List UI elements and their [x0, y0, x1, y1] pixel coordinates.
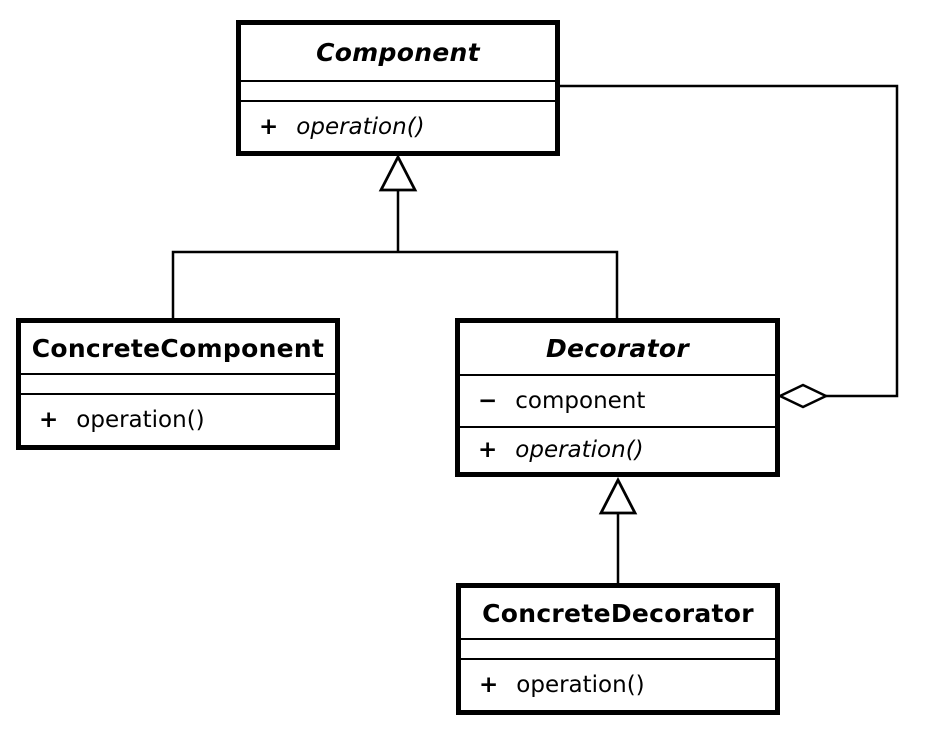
visibility-plus: + [478, 437, 498, 463]
class-box-decorator: Decorator − component + operation() [455, 318, 780, 477]
compartment-divider [21, 373, 335, 375]
operation-row: + operation() [461, 660, 775, 710]
class-box-component: Component + operation() [236, 20, 560, 156]
compartment-divider [461, 638, 775, 640]
compartment-divider [241, 100, 555, 102]
operation-row: + operation() [21, 395, 335, 445]
aggregation-line [560, 84, 899, 398]
attribute-name: component [515, 388, 646, 414]
operation-row: + operation() [241, 102, 555, 151]
generalization-triangle-decorator [598, 476, 638, 515]
class-name-component: Component [316, 38, 480, 67]
visibility-minus: − [478, 388, 498, 414]
operation-signature: operation() [296, 113, 425, 140]
compartment-divider [460, 374, 775, 376]
generalization-line-to-component [171, 190, 619, 318]
compartment-divider [241, 80, 555, 82]
operation-row: + operation() [460, 428, 775, 472]
visibility-plus: + [479, 672, 499, 698]
attributes-compartment-empty [461, 640, 775, 658]
attributes-compartment-empty [21, 375, 335, 393]
class-box-concrete-decorator: ConcreteDecorator + operation() [456, 583, 780, 715]
visibility-plus: + [259, 113, 279, 140]
attribute-row: − component [460, 376, 775, 426]
class-name-concrete-decorator: ConcreteDecorator [482, 598, 754, 628]
operation-signature: operation() [516, 672, 645, 698]
visibility-plus: + [39, 407, 59, 433]
generalization-triangle-component [378, 153, 418, 192]
attributes-compartment-empty [241, 82, 555, 100]
aggregation-diamond [777, 383, 829, 409]
operation-signature: operation() [515, 437, 644, 463]
compartment-divider [21, 393, 335, 395]
class-name-decorator: Decorator [545, 334, 690, 363]
compartment-divider [460, 426, 775, 428]
class-name-concrete-component: ConcreteComponent [31, 333, 325, 363]
class-box-concrete-component: ConcreteComponent + operation() [16, 318, 340, 450]
operation-signature: operation() [76, 407, 205, 433]
compartment-divider [461, 658, 775, 660]
